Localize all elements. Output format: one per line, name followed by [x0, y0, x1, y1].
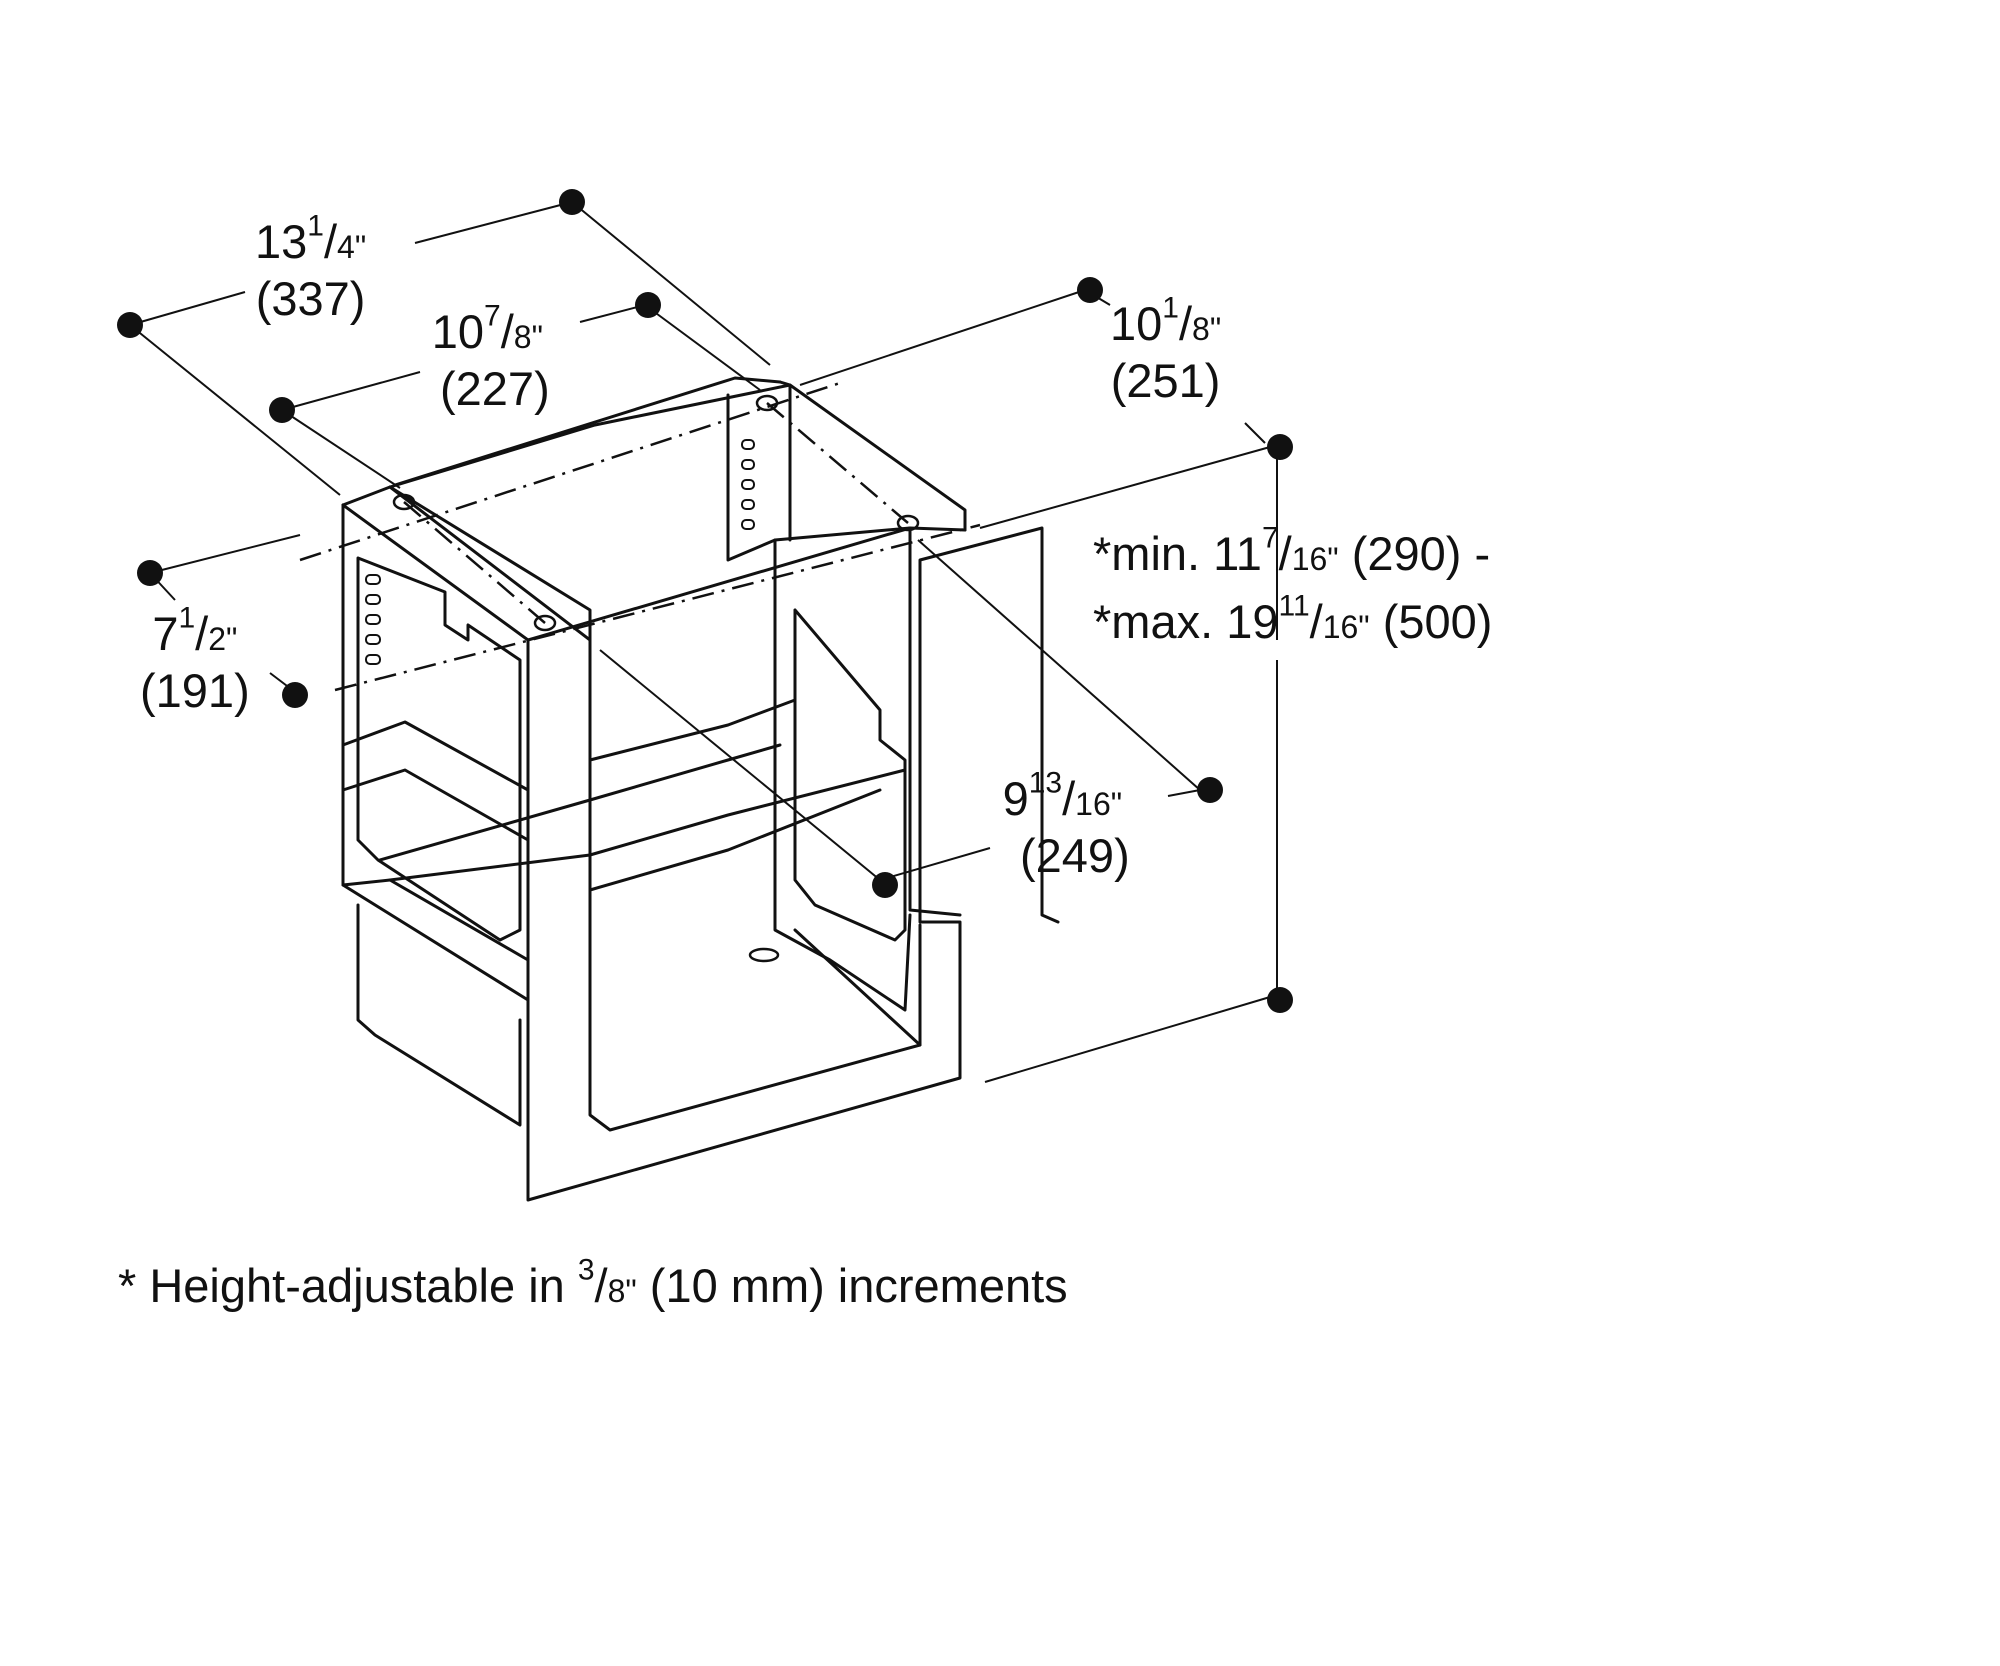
dim-line-depth-inner-b [579, 304, 646, 323]
dim-line-depth-outer-a [129, 291, 246, 326]
dim-line-height-top [979, 446, 1271, 529]
dim-line-depth-outer-right [571, 201, 771, 366]
left-post-outline [341, 503, 1060, 1202]
centerline-depth-right [766, 402, 909, 524]
label-hole-spacing: 913/16" (249) [1002, 766, 1130, 882]
centerline-front [334, 523, 981, 692]
dim-line-hole-spacing-right [917, 539, 1201, 791]
label-height-max: *max. 1911/16" (500) [1093, 589, 1493, 648]
left-panel-diagonal [341, 720, 530, 842]
right-post-back-edge [778, 380, 792, 542]
dim-line-hole-offset-a [149, 534, 301, 574]
right-post-front [773, 526, 962, 917]
left-panel-opening-upper [356, 556, 522, 942]
label-hole-offset: 71/2" (191) [140, 601, 250, 717]
dim-line-depth-inner-right [644, 304, 761, 391]
footnote-height-adjustable: * Height-adjustable in 3/8" (10 mm) incr… [118, 1253, 1068, 1312]
dim-line-depth-outer-b [414, 201, 573, 244]
label-depth-inner: 107/8" (227) [431, 299, 550, 415]
cross-rail-lower [588, 768, 907, 892]
dim-line-hole-spacing-left [599, 649, 881, 881]
dim-line-depth-inner-left [281, 409, 401, 489]
dim-line-depth-outer-left [129, 324, 341, 496]
left-post-side [341, 485, 592, 1012]
centerline-depth-left [403, 501, 546, 624]
bottom-inner-ledge [793, 928, 922, 1047]
dim-line-width-a [799, 289, 1086, 386]
left-panel-opening-lower [356, 903, 522, 1127]
cross-rail-bottom [378, 798, 592, 882]
right-post-outline [726, 393, 912, 1012]
right-post-slot-holes [741, 439, 755, 530]
dim-line-depth-inner-a [281, 371, 421, 411]
dimension-dots [117, 189, 1293, 1013]
dim-line-hole-spacing-b [1167, 789, 1201, 797]
dim-line-width-leader [1244, 422, 1266, 444]
cross-rail-upper [588, 698, 797, 802]
left-panel-inner-lower [341, 878, 530, 962]
left-post-slot-holes [365, 574, 381, 665]
dim-line-hole-spacing-a [879, 847, 991, 881]
bottom-rear-panel [588, 923, 922, 1132]
centerline-rear [299, 381, 841, 562]
top-rail-back [393, 376, 782, 487]
label-depth-outer: 131/4" (337) [255, 209, 367, 325]
label-width: 101/8" (251) [1110, 291, 1222, 407]
mounting-bosses [392, 394, 920, 963]
dim-line-height-bottom [984, 996, 1271, 1083]
label-height-min: *min. 117/16" (290) - [1093, 521, 1491, 580]
right-post-inner-opening [793, 608, 907, 942]
